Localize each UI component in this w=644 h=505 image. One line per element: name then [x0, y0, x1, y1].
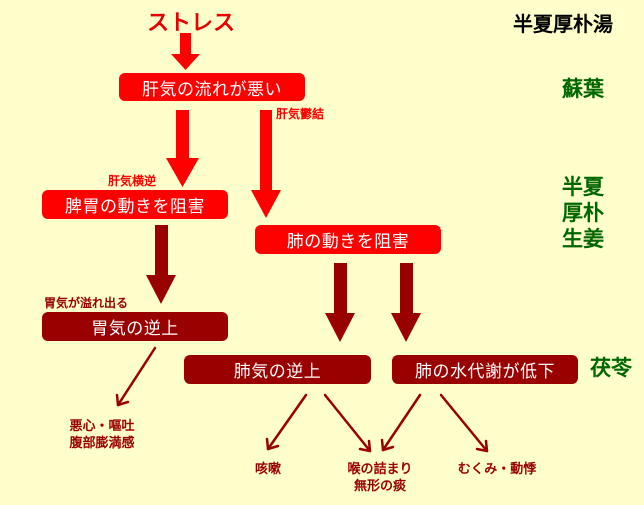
symptom-cough: 咳嗽 [248, 461, 288, 478]
node-lung-function-obstruction: 肺の動きを阻害 [255, 225, 441, 254]
arrow-liver-to-lung [251, 110, 281, 218]
arrow-water-to-edema [439, 393, 489, 453]
node-stomach-qi-rebellion: 胃気の逆上 [42, 312, 228, 341]
symptom-cough-line1: 咳嗽 [254, 462, 281, 477]
herb-perilla: 蘇葉 [562, 77, 604, 101]
herb-ginger: 生姜 [562, 227, 604, 251]
label-liver-transverse: 肝気横逆 [108, 174, 157, 188]
herb-magnolia: 厚朴 [562, 201, 604, 225]
symptom-nausea-line2: 腹部膨満感 [69, 436, 135, 451]
herb-poria: 茯苓 [590, 356, 632, 380]
symptom-edema: むくみ・動悸 [452, 461, 542, 478]
herb-group: 半夏 厚朴 生姜 [562, 174, 604, 252]
arrow-lung-to-rebellion [325, 263, 355, 342]
arrow-stomach-to-nausea [115, 346, 157, 407]
herb-pinellia: 半夏 [562, 175, 604, 199]
node-lung-qi-rebellion: 肺気の逆上 [184, 355, 371, 384]
label-stomach-overflow: 胃気が溢れ出る [44, 296, 129, 310]
label-liver-stagnation: 肝気鬱結 [276, 107, 325, 121]
node-lung-water-metabolism: 肺の水代謝が低下 [392, 355, 578, 384]
formula-title: 半夏厚朴湯 [513, 12, 613, 36]
symptom-throat-line2: 無形の痰 [353, 479, 406, 494]
arrow-lungqi-to-throat [323, 393, 372, 453]
arrow-lung-to-water [391, 263, 421, 342]
symptom-nausea-line1: 悪心・嘔吐 [69, 419, 135, 434]
symptom-nausea: 悪心・嘔吐 腹部膨満感 [62, 418, 142, 452]
symptom-throat: 喉の詰まり 無形の痰 [340, 461, 420, 495]
arrow-lungqi-to-cough [265, 393, 308, 451]
symptom-edema-line1: むくみ・動悸 [457, 462, 537, 477]
start-stress: ストレス [147, 11, 236, 36]
node-spleen-stomach-obstruction: 脾胃の動きを阻害 [42, 190, 228, 219]
arrow-spleen-to-stomach [146, 225, 176, 304]
arrow-water-to-throat [380, 393, 422, 452]
node-liver-qi-flow: 肝気の流れが悪い [119, 73, 305, 101]
arrow-liver-to-spleen [166, 110, 199, 187]
symptom-throat-line1: 喉の詰まり [347, 462, 413, 477]
arrow-stress-to-liver [171, 33, 200, 70]
